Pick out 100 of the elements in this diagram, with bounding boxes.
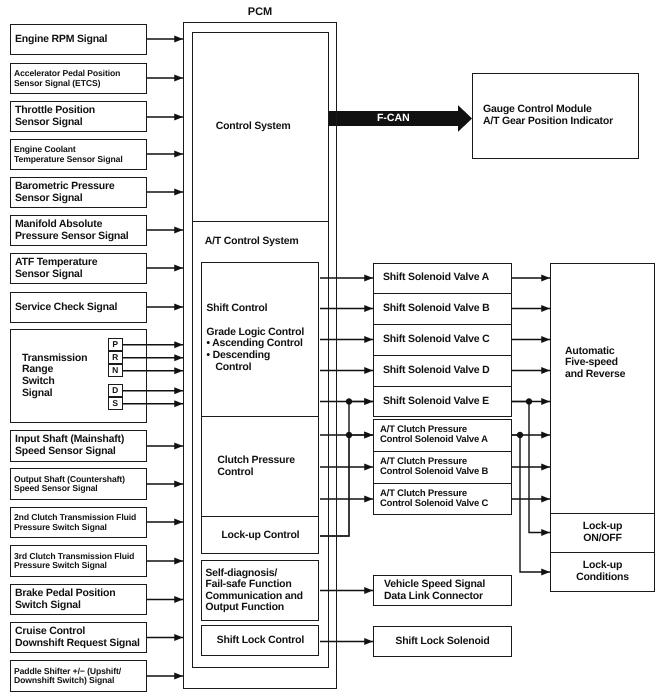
solenoid-valve-box	[373, 483, 512, 515]
signal-arrow	[147, 150, 183, 158]
signal-arrow	[512, 274, 550, 282]
module-label: Gauge Control Module	[483, 104, 592, 116]
module-label: A/T Gear Position Indicator	[483, 116, 613, 128]
signal-arrow	[512, 400, 550, 536]
range-position-letter: D	[112, 386, 118, 396]
signal-arrow	[147, 442, 183, 450]
function-label: Lock-up Control	[221, 530, 300, 542]
valve-label: A/T Clutch Pressure Control Solenoid Valve C	[380, 488, 490, 510]
signal-arrow	[147, 74, 183, 82]
function-label: Shift Control	[206, 303, 268, 315]
signal-input-box	[10, 292, 147, 323]
transmission-box	[550, 513, 655, 552]
bus-arrow	[329, 105, 472, 132]
solenoid-valve-box	[373, 324, 512, 356]
solenoid-valve-box	[373, 355, 512, 386]
signal-arrow	[320, 336, 373, 343]
signal-arrow	[512, 336, 550, 343]
device-label: Vehicle Speed Signal Data Link Connector	[384, 578, 486, 602]
function-list-item: • Descending Control	[206, 350, 272, 374]
signal-arrow	[320, 432, 373, 537]
signal-arrow	[147, 226, 183, 234]
signal-label: ATF Temperature Sensor Signal	[15, 256, 98, 280]
function-label: Grade Logic Control	[206, 326, 306, 338]
signal-input-box	[10, 177, 147, 208]
signal-label: 2nd Clutch Transmission Fluid Pressure Switch Signal	[14, 513, 138, 532]
signal-arrow	[147, 480, 183, 488]
signal-arrow	[147, 596, 183, 603]
valve-label: A/T Clutch Pressure Control Solenoid Valve B	[380, 456, 490, 478]
valve-label: Shift Solenoid Valve B	[383, 302, 490, 315]
solenoid-valve-box	[373, 293, 512, 324]
range-position-letter: N	[112, 366, 118, 376]
signal-arrow	[512, 496, 550, 502]
solenoid-valve-box	[373, 263, 512, 294]
solenoid-valve-box	[373, 419, 512, 452]
valve-label: Shift Solenoid Valve C	[383, 334, 490, 346]
transmission-label: Lock-up Conditions	[575, 560, 630, 584]
signal-input-box	[10, 660, 147, 692]
signal-arrow	[123, 400, 183, 408]
signal-input-box	[10, 622, 147, 653]
signal-input-box	[10, 101, 147, 132]
range-position-box	[108, 364, 123, 378]
control-function-box	[201, 262, 320, 417]
valve-label: Shift Solenoid Valve D	[383, 364, 490, 377]
control-function-box	[201, 625, 320, 656]
device-label: Shift Lock Solenoid	[395, 636, 490, 648]
signal-arrow	[320, 638, 373, 645]
signal-arrow	[147, 672, 183, 680]
signal-input-box	[10, 545, 147, 577]
function-label: Shift Lock Control	[216, 635, 304, 647]
solenoid-valve-box	[373, 386, 512, 417]
transmission-label: Lock-up ON/OFF	[582, 521, 624, 544]
signal-label: 3rd Clutch Transmission Fluid Pressure Switch Signal	[14, 552, 136, 570]
signal-input-box	[10, 468, 147, 500]
signal-label: Transmission Range Switch Signal	[22, 352, 88, 400]
output-device-box	[373, 575, 512, 606]
signal-label: Manifold Absolute Pressure Sensor Signal	[15, 218, 130, 242]
valve-label: Shift Solenoid Valve E	[383, 396, 489, 408]
control-function-box	[201, 416, 320, 517]
system-title: Control System	[216, 120, 290, 132]
control-function-box	[201, 560, 320, 622]
switch-signal-box	[10, 329, 147, 423]
signal-label: Brake Pedal Position Switch Signal	[15, 588, 116, 612]
signal-label: Barometric Pressure Sensor Signal	[15, 180, 116, 204]
transmission-box	[550, 263, 655, 514]
signal-arrow	[512, 464, 550, 470]
control-system-box	[192, 32, 329, 222]
signal-arrow	[512, 367, 550, 374]
range-position-box	[108, 384, 123, 398]
signal-arrow	[147, 558, 183, 564]
signal-arrow	[147, 634, 183, 641]
function-label: Clutch Pressure Control	[217, 455, 296, 478]
signal-arrow	[320, 367, 373, 374]
range-position-letter: P	[112, 340, 118, 350]
signal-arrow	[320, 274, 373, 282]
signal-input-box	[10, 584, 147, 615]
transmission-box	[550, 552, 655, 592]
transmission-label: Automatic Five-speed and Reverse	[565, 346, 626, 381]
signal-label: Accelerator Pedal Position Sensor Signal (ETCS)	[14, 69, 122, 88]
gauge-module-box	[472, 73, 639, 159]
control-function-box	[201, 516, 320, 554]
signal-label: Service Check Signal	[15, 302, 118, 314]
system-title: A/T Control System	[204, 236, 299, 248]
signal-label: Output Shaft (Countershaft) Speed Sensor Signal	[14, 474, 126, 494]
output-device-box	[373, 626, 512, 657]
signal-arrow	[512, 434, 550, 576]
signal-arrow	[320, 464, 373, 470]
valve-label: A/T Clutch Pressure Control Solenoid Valve A	[380, 424, 489, 446]
solenoid-valve-box	[373, 451, 512, 484]
range-position-box	[108, 350, 123, 364]
range-position-box	[108, 396, 123, 410]
module-title: PCM	[248, 6, 272, 18]
signal-label: Engine RPM Signal	[15, 34, 108, 46]
signal-arrow	[123, 354, 183, 362]
signal-arrow	[123, 387, 183, 394]
signal-arrow	[123, 367, 183, 374]
signal-arrow	[147, 518, 183, 526]
signal-input-box	[10, 253, 147, 284]
signal-arrow	[123, 341, 183, 348]
